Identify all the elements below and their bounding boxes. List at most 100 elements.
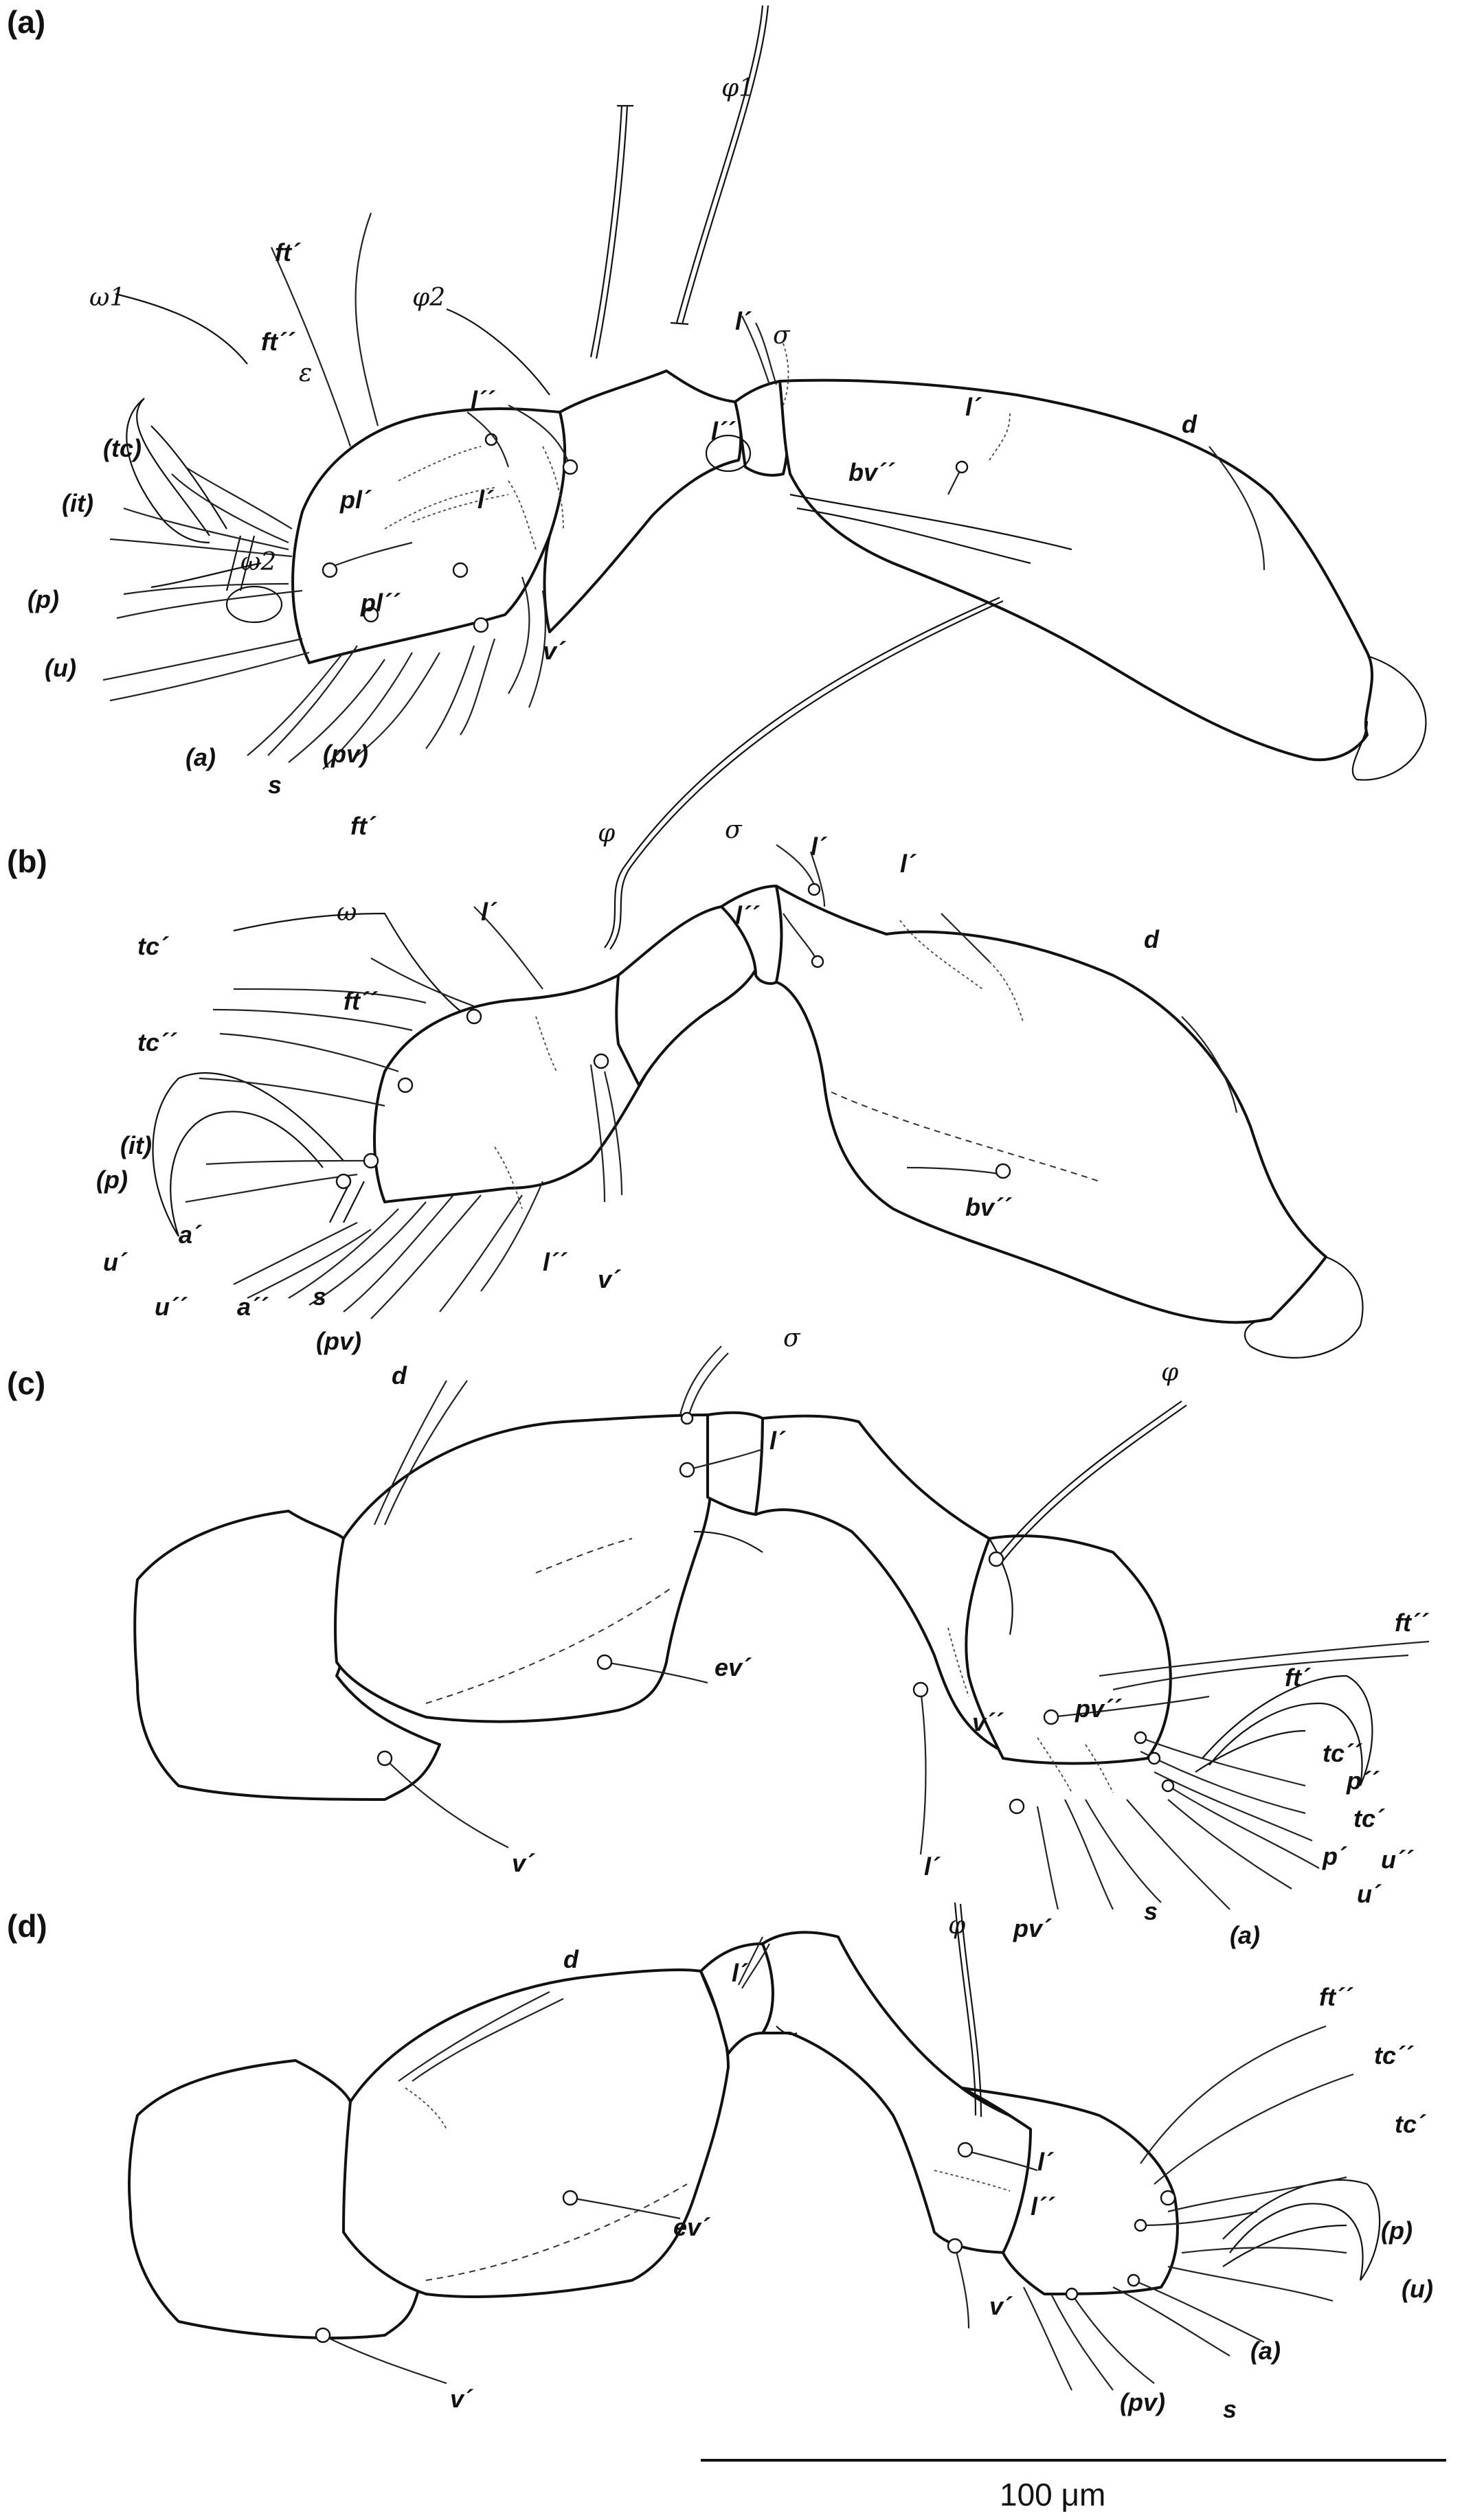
label-d-tc1: tc´	[1395, 2110, 1426, 2138]
label-epsilon: ε	[299, 359, 312, 387]
panel-b-tibia	[615, 905, 764, 1087]
label-d-d: d	[563, 1945, 579, 1973]
label-c-u1: u´	[1357, 1880, 1382, 1908]
panel-a-claw	[126, 398, 283, 624]
label-pv: (pv)	[323, 740, 368, 768]
panel-c-labels: d σ l´ φ ft´´ ft´ ev´ v´´ pv´´ tc´´ p´´ …	[392, 1324, 1429, 1949]
label-ft2: ft´´	[261, 328, 295, 356]
label-l2: l´´	[471, 386, 495, 414]
panel-c-label: (c)	[7, 1365, 45, 1401]
label-c-a: (a)	[1230, 1921, 1260, 1949]
label-d-pv: (pv)	[1120, 2388, 1165, 2416]
label-u: (u)	[45, 654, 76, 682]
label-b-tc1: tc´	[137, 932, 169, 960]
label-d-p: (p)	[1381, 2216, 1413, 2245]
label-bv2: bv´´	[848, 458, 895, 486]
panel-c: (c)	[7, 1324, 1430, 1949]
label-s: s	[268, 771, 282, 799]
panel-a-tibial-setae	[466, 315, 1266, 571]
label-c-pv2: pv´´	[1075, 1694, 1122, 1723]
label-d-ti-l1: l´	[1037, 2148, 1054, 2176]
label-d-tc2: tc´´	[1374, 2041, 1414, 2069]
panel-a-genu	[734, 380, 789, 477]
panel-b: (b)	[7, 596, 1364, 1359]
panel-d-label: (d)	[7, 1908, 47, 1944]
label-c-p1: p´	[1322, 1842, 1347, 1870]
label-b-l1: l´	[481, 898, 497, 926]
label-c-tc2: tc´´	[1323, 1739, 1362, 1767]
label-ti-l2: l´´	[711, 417, 736, 445]
panel-d-setae	[315, 1902, 1354, 2391]
label-b-v1: v´	[598, 1265, 621, 1293]
panel-b-label: (b)	[7, 843, 47, 879]
label-d-v1: v´	[989, 2292, 1013, 2320]
label-phi1: φ1	[721, 74, 754, 102]
label-ge-l1: l´	[965, 393, 982, 421]
label-c-p2: p´´	[1346, 1767, 1380, 1795]
panel-c-claw	[1195, 1675, 1373, 1786]
panel-d-femur	[342, 1968, 730, 2298]
label-c-ti-v1: v´´	[972, 1708, 1004, 1736]
label-c-phi: φ	[1161, 1359, 1179, 1387]
label-b-s: s	[313, 1282, 326, 1310]
label-b-it: (it)	[120, 1131, 152, 1159]
scale-bar: 100 μm	[701, 2459, 1446, 2512]
label-b-tc2: tc´´	[137, 1028, 177, 1056]
panel-b-femur	[775, 885, 1327, 1324]
label-d-phi: φ	[948, 1911, 966, 1940]
label-b-phi: φ	[598, 819, 616, 848]
label-c-s: s	[1144, 1897, 1158, 1925]
label-ft1: ft´	[275, 238, 301, 266]
panel-a-tibia	[543, 370, 743, 633]
label-b-bv2: bv´´	[965, 1193, 1012, 1221]
label-b-u1: u´	[103, 1248, 128, 1276]
label-c-ev1: ev´	[715, 1653, 752, 1681]
label-d-s: s	[1223, 2395, 1237, 2423]
label-d-ev1: ev´	[673, 2213, 710, 2241]
label-c-tc1: tc´	[1353, 1804, 1385, 1832]
panel-b-setae	[185, 844, 1238, 1319]
label-b-omega: ω	[337, 898, 357, 927]
label-c-l1: l´	[769, 1427, 786, 1455]
label-b-ft1: ft´	[350, 812, 376, 840]
label-b-ge-l2: l´´	[735, 901, 760, 929]
label-omega1: ω1	[89, 284, 125, 312]
label-tc: (tc)	[103, 434, 142, 462]
panel-b-claw	[152, 1072, 365, 1237]
label-c-pv1: pv´	[1013, 1914, 1052, 1942]
label-c-ti-l1: l´	[924, 1852, 941, 1881]
label-d-tr-v1: v´	[450, 2385, 473, 2413]
label-d-ft2: ft´´	[1319, 1983, 1353, 2011]
label-v1: v´	[543, 637, 566, 665]
label-d-ti-l2: l´´	[1031, 2192, 1055, 2221]
label-sigma: σ	[773, 321, 791, 350]
panel-a-solenidia	[115, 5, 769, 589]
panel-b-labels: ft´ ω tc´ ft´´ tc´´ l´ φ σ l´ l´´ l´ d b…	[96, 812, 1160, 1355]
panel-d: (d)	[7, 1902, 1433, 2423]
label-omega2: ω2	[240, 548, 276, 576]
label-l1: l´	[477, 486, 494, 514]
panel-a-labels: ft´ ft´´ ω1 φ2 φ1 ε (tc) (it) (p) ω2 (u)…	[27, 74, 1197, 799]
panel-a-label: (a)	[7, 4, 45, 40]
label-ti-l1: l´	[735, 307, 752, 335]
panel-c-genu	[706, 1411, 764, 1516]
label-b-ft2: ft´´	[344, 987, 378, 1015]
panel-c-trochanter	[133, 1510, 441, 1801]
label-b-ge-l1: l´	[811, 832, 827, 861]
label-b-d: d	[1144, 925, 1160, 953]
panel-d-tarsus	[960, 2087, 1179, 2295]
label-c-sigma: σ	[783, 1324, 801, 1352]
panel-c-tarsus	[965, 1534, 1172, 1765]
panel-b-phi-solenidion	[604, 596, 1000, 949]
label-d-l1: l´	[732, 1959, 748, 1987]
label-b-fe-l1: l´	[900, 850, 916, 878]
label-pl1: pl´	[339, 486, 372, 514]
label-p: (p)	[27, 585, 59, 613]
panel-d-labels: d l´ φ ft´´ tc´´ tc´ ev´ l´ l´´ (p) (u) …	[450, 1911, 1433, 2423]
label-pl2: pl´´	[360, 589, 401, 617]
label-b-l2: l´´	[543, 1248, 567, 1276]
label-c-tr-v1: v´	[512, 1849, 535, 1877]
label-d-a: (a)	[1250, 2337, 1281, 2365]
label-b-a1: a´	[179, 1221, 202, 1249]
